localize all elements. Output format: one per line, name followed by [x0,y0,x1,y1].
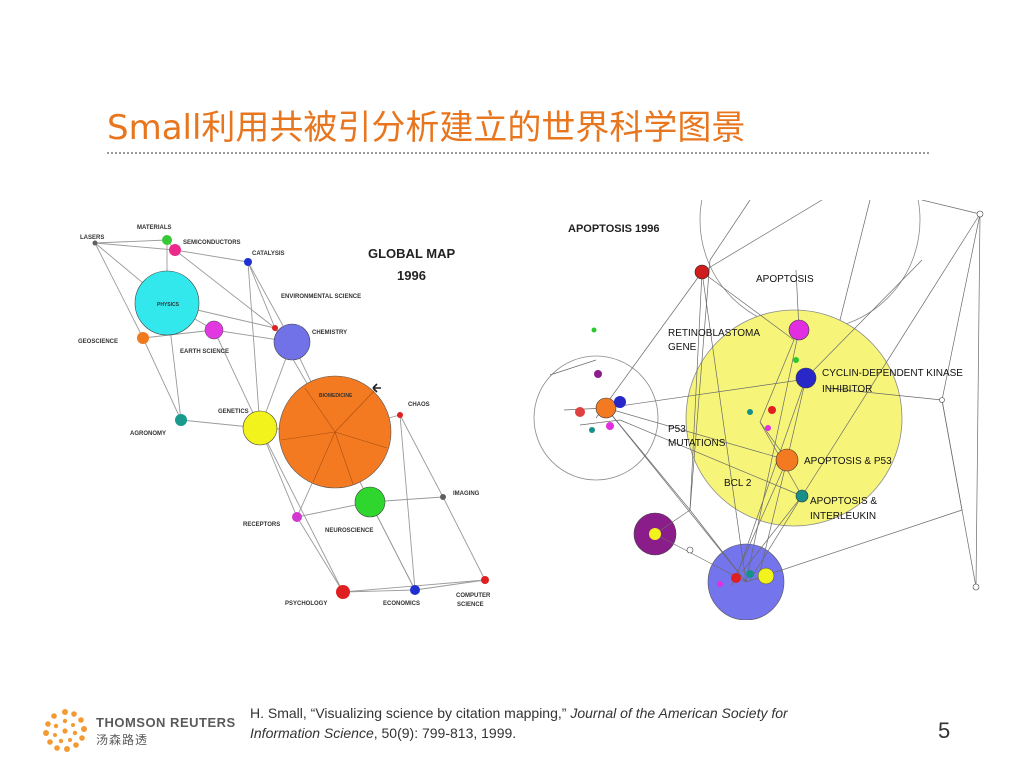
computer-science-node [481,576,489,584]
label-interleukin-1: APOPTOSIS & [810,496,877,507]
label-earth-science: EARTH SCIENCE [180,349,229,355]
title-divider [107,152,929,154]
p53-red-node [575,407,585,417]
purple-cluster-core [649,528,661,540]
outlier-node-3 [939,397,945,403]
neuroscience-cluster [354,486,386,518]
label-gene: GENE [668,342,697,353]
label-physics: PHYSICS [157,302,180,308]
label-materials: MATERIALS [137,225,172,231]
global-map-image: GLOBAL MAP 1996 MATERIALS LASERS SEMICON… [75,210,500,617]
apoptosis-map-image: APOPTOSIS 1996 APOPTOSIS RETINOBLASTOMA … [510,200,995,620]
label-apoptosis-p53: APOPTOSIS & P53 [804,456,892,467]
chemistry-cluster [273,323,311,361]
label-interleukin-2: INTERLEUKIN [810,511,876,522]
psychology-node [336,585,350,599]
geoscience-node [137,332,149,344]
label-genetics: GENETICS [218,409,249,415]
apoptosis-red-node [768,406,776,414]
brand-name-cn: 汤森路透 [96,733,149,747]
label-semiconductors: SEMICONDUCTORS [183,240,241,246]
catalysis-node [244,258,252,266]
brand-name: THOMSON REUTERS [96,715,236,730]
label-psychology: PSYCHOLOGY [285,601,327,607]
label-agronomy: AGRONOMY [130,431,166,437]
imaging-node [440,494,446,500]
global-map-clusters [92,235,489,599]
materials-node [162,235,172,245]
p53-teal-node [589,427,595,433]
apoptosis-map-nodes [575,210,984,591]
lower-yellow-node [757,567,775,585]
global-map-title-2: 1996 [397,268,426,283]
label-p53: P53 [668,424,686,435]
lower-teal-node [746,570,754,578]
interleukin-node [795,489,809,503]
citation-suffix: , 50(9): 799-813, 1999. [373,725,517,741]
label-chaos: CHAOS [408,402,430,408]
agronomy-node [175,414,187,426]
label-apoptosis: APOPTOSIS [756,274,814,285]
lower-pink-node [717,581,723,587]
label-bcl2: BCL 2 [724,478,752,489]
label-catalysis: CATALYSIS [252,251,285,257]
page-number: 5 [938,718,951,743]
upper-boundary-circle [699,200,921,331]
receptors-node [292,512,302,522]
apoptosis-top-node [694,264,710,280]
apoptosis-map-links [549,200,981,588]
chaos-node [397,412,403,418]
slide-title: Small利用共被引分析建立的世界科学图景 [107,108,746,148]
pointer-arrow-icon [372,383,381,393]
label-geoscience: GEOSCIENCE [78,339,118,345]
citation-journal-2: Information Science [250,725,374,741]
apoptosis-pink-node [765,425,771,431]
label-biomedicine: BIOMEDICINE [319,393,353,399]
apoptosis-green-node [793,357,799,363]
apoptosis-p53-node [775,448,799,472]
outlier-node-4 [972,583,980,591]
label-economics: ECONOMICS [383,601,420,607]
outlier-node-2 [976,210,984,218]
label-retinoblastoma: RETINOBLASTOMA [668,328,760,339]
environmental-node [272,325,278,331]
label-imaging: IMAGING [453,491,480,497]
label-cdk-inhibitor-2: INHIBITOR [822,384,872,395]
earth-science-cluster [204,320,224,340]
label-receptors: RECEPTORS [243,522,280,528]
genetics-cluster [242,410,278,446]
outlier-node-1 [686,546,694,554]
citation-prefix: H. Small, “Visualizing science by citati… [250,705,571,721]
label-lasers: LASERS [80,235,104,241]
apoptosis-cluster-circle [685,309,903,527]
outlier-green-node [591,327,597,333]
apoptosis-teal-node [747,409,753,415]
label-computer: COMPUTER [456,593,491,599]
label-chemistry: CHEMISTRY [312,330,347,336]
apoptosis-map-title: APOPTOSIS 1996 [568,223,660,235]
label-neuroscience: NEUROSCIENCE [325,528,373,534]
p53-purple-node [594,370,602,378]
economics-node [410,585,420,595]
lower-red-node [731,573,741,583]
label-cdk-inhibitor-1: CYCLIN-DEPENDENT KINASE [822,368,963,379]
lasers-node [92,240,98,246]
semiconductors-node [169,244,181,256]
cdk-inhibitor-node [795,367,817,389]
thomson-reuters-logo-icon [40,706,90,756]
retinoblastoma-node [788,319,810,341]
p53-blue-node [614,396,626,408]
citation: H. Small, “Visualizing science by citati… [250,703,940,743]
label-mutations: MUTATIONS [668,438,726,449]
label-environmental-science: ENVIRONMENTAL SCIENCE [281,294,361,300]
global-map-title-1: GLOBAL MAP [368,246,455,261]
physics-cluster [134,270,200,336]
p53-main-node [595,397,617,419]
label-science: SCIENCE [457,602,484,608]
citation-journal-1: Journal of the American Society for [570,705,788,721]
p53-pink-node [606,422,614,430]
